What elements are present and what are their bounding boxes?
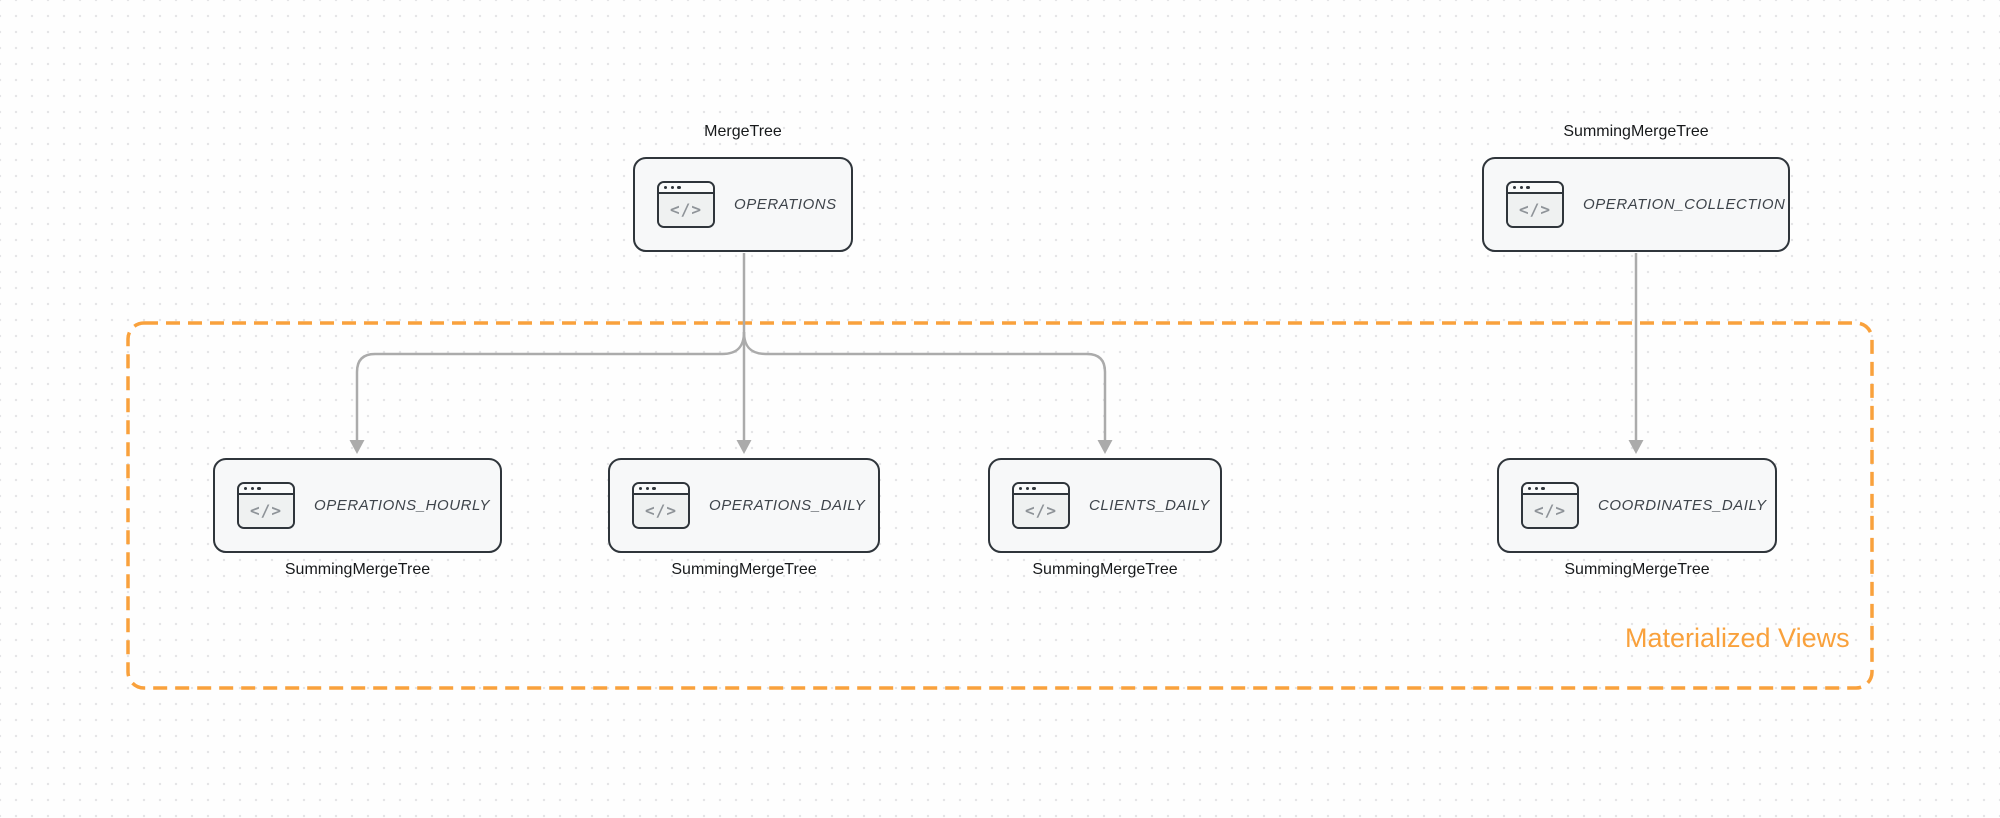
engine-label-operations: MergeTree	[704, 123, 782, 140]
materialized-views-region-label: Materialized Views	[1625, 623, 1850, 653]
code-window-icon: </>	[237, 482, 295, 529]
node-coordinates-daily[interactable]: </> COORDINATES_DAILY	[1497, 458, 1777, 553]
code-window-icon: </>	[1506, 181, 1564, 228]
table-name: OPERATIONS	[734, 196, 837, 213]
engine-label-clients-daily: SummingMergeTree	[1032, 561, 1178, 578]
window-dots	[1508, 183, 1562, 194]
code-window-icon: </>	[1521, 482, 1579, 529]
window-dots	[634, 484, 688, 495]
table-name: COORDINATES_DAILY	[1598, 497, 1767, 514]
table-name: OPERATIONS_DAILY	[709, 497, 866, 514]
window-dots	[1523, 484, 1577, 495]
node-operations-daily[interactable]: </> OPERATIONS_DAILY	[608, 458, 880, 553]
window-dots	[239, 484, 293, 495]
arrowhead	[1097, 440, 1113, 454]
window-dots	[659, 183, 713, 194]
arrowhead	[349, 440, 365, 454]
code-glyph: </>	[659, 194, 713, 226]
code-glyph: </>	[239, 495, 293, 527]
edge-operations-operations-hourly	[355, 331, 746, 441]
code-window-icon: </>	[632, 482, 690, 529]
window-dots	[1014, 484, 1068, 495]
node-operation-collection[interactable]: </> OPERATION_COLLECTION	[1482, 157, 1790, 252]
table-name: CLIENTS_DAILY	[1089, 497, 1210, 514]
node-operations-hourly[interactable]: </> OPERATIONS_HOURLY	[213, 458, 502, 553]
code-window-icon: </>	[657, 181, 715, 228]
code-glyph: </>	[634, 495, 688, 527]
node-operations[interactable]: </> OPERATIONS	[633, 157, 853, 252]
engine-label-operations-hourly: SummingMergeTree	[284, 561, 431, 578]
table-name: OPERATIONS_HOURLY	[314, 497, 491, 514]
engine-label-operation-collection: SummingMergeTree	[1563, 123, 1709, 140]
engine-label-operations-daily: SummingMergeTree	[671, 561, 817, 578]
arrowhead	[1628, 440, 1644, 454]
node-clients-daily[interactable]: </> CLIENTS_DAILY	[988, 458, 1222, 553]
engine-label-coordinates-daily: SummingMergeTree	[1564, 561, 1710, 578]
arrowhead	[736, 440, 752, 454]
code-glyph: </>	[1523, 495, 1577, 527]
code-glyph: </>	[1508, 194, 1562, 226]
code-window-icon: </>	[1012, 482, 1070, 529]
table-name: OPERATION_COLLECTION	[1583, 196, 1786, 213]
code-glyph: </>	[1014, 495, 1068, 527]
edge-operations-clients-daily	[742, 331, 1107, 441]
